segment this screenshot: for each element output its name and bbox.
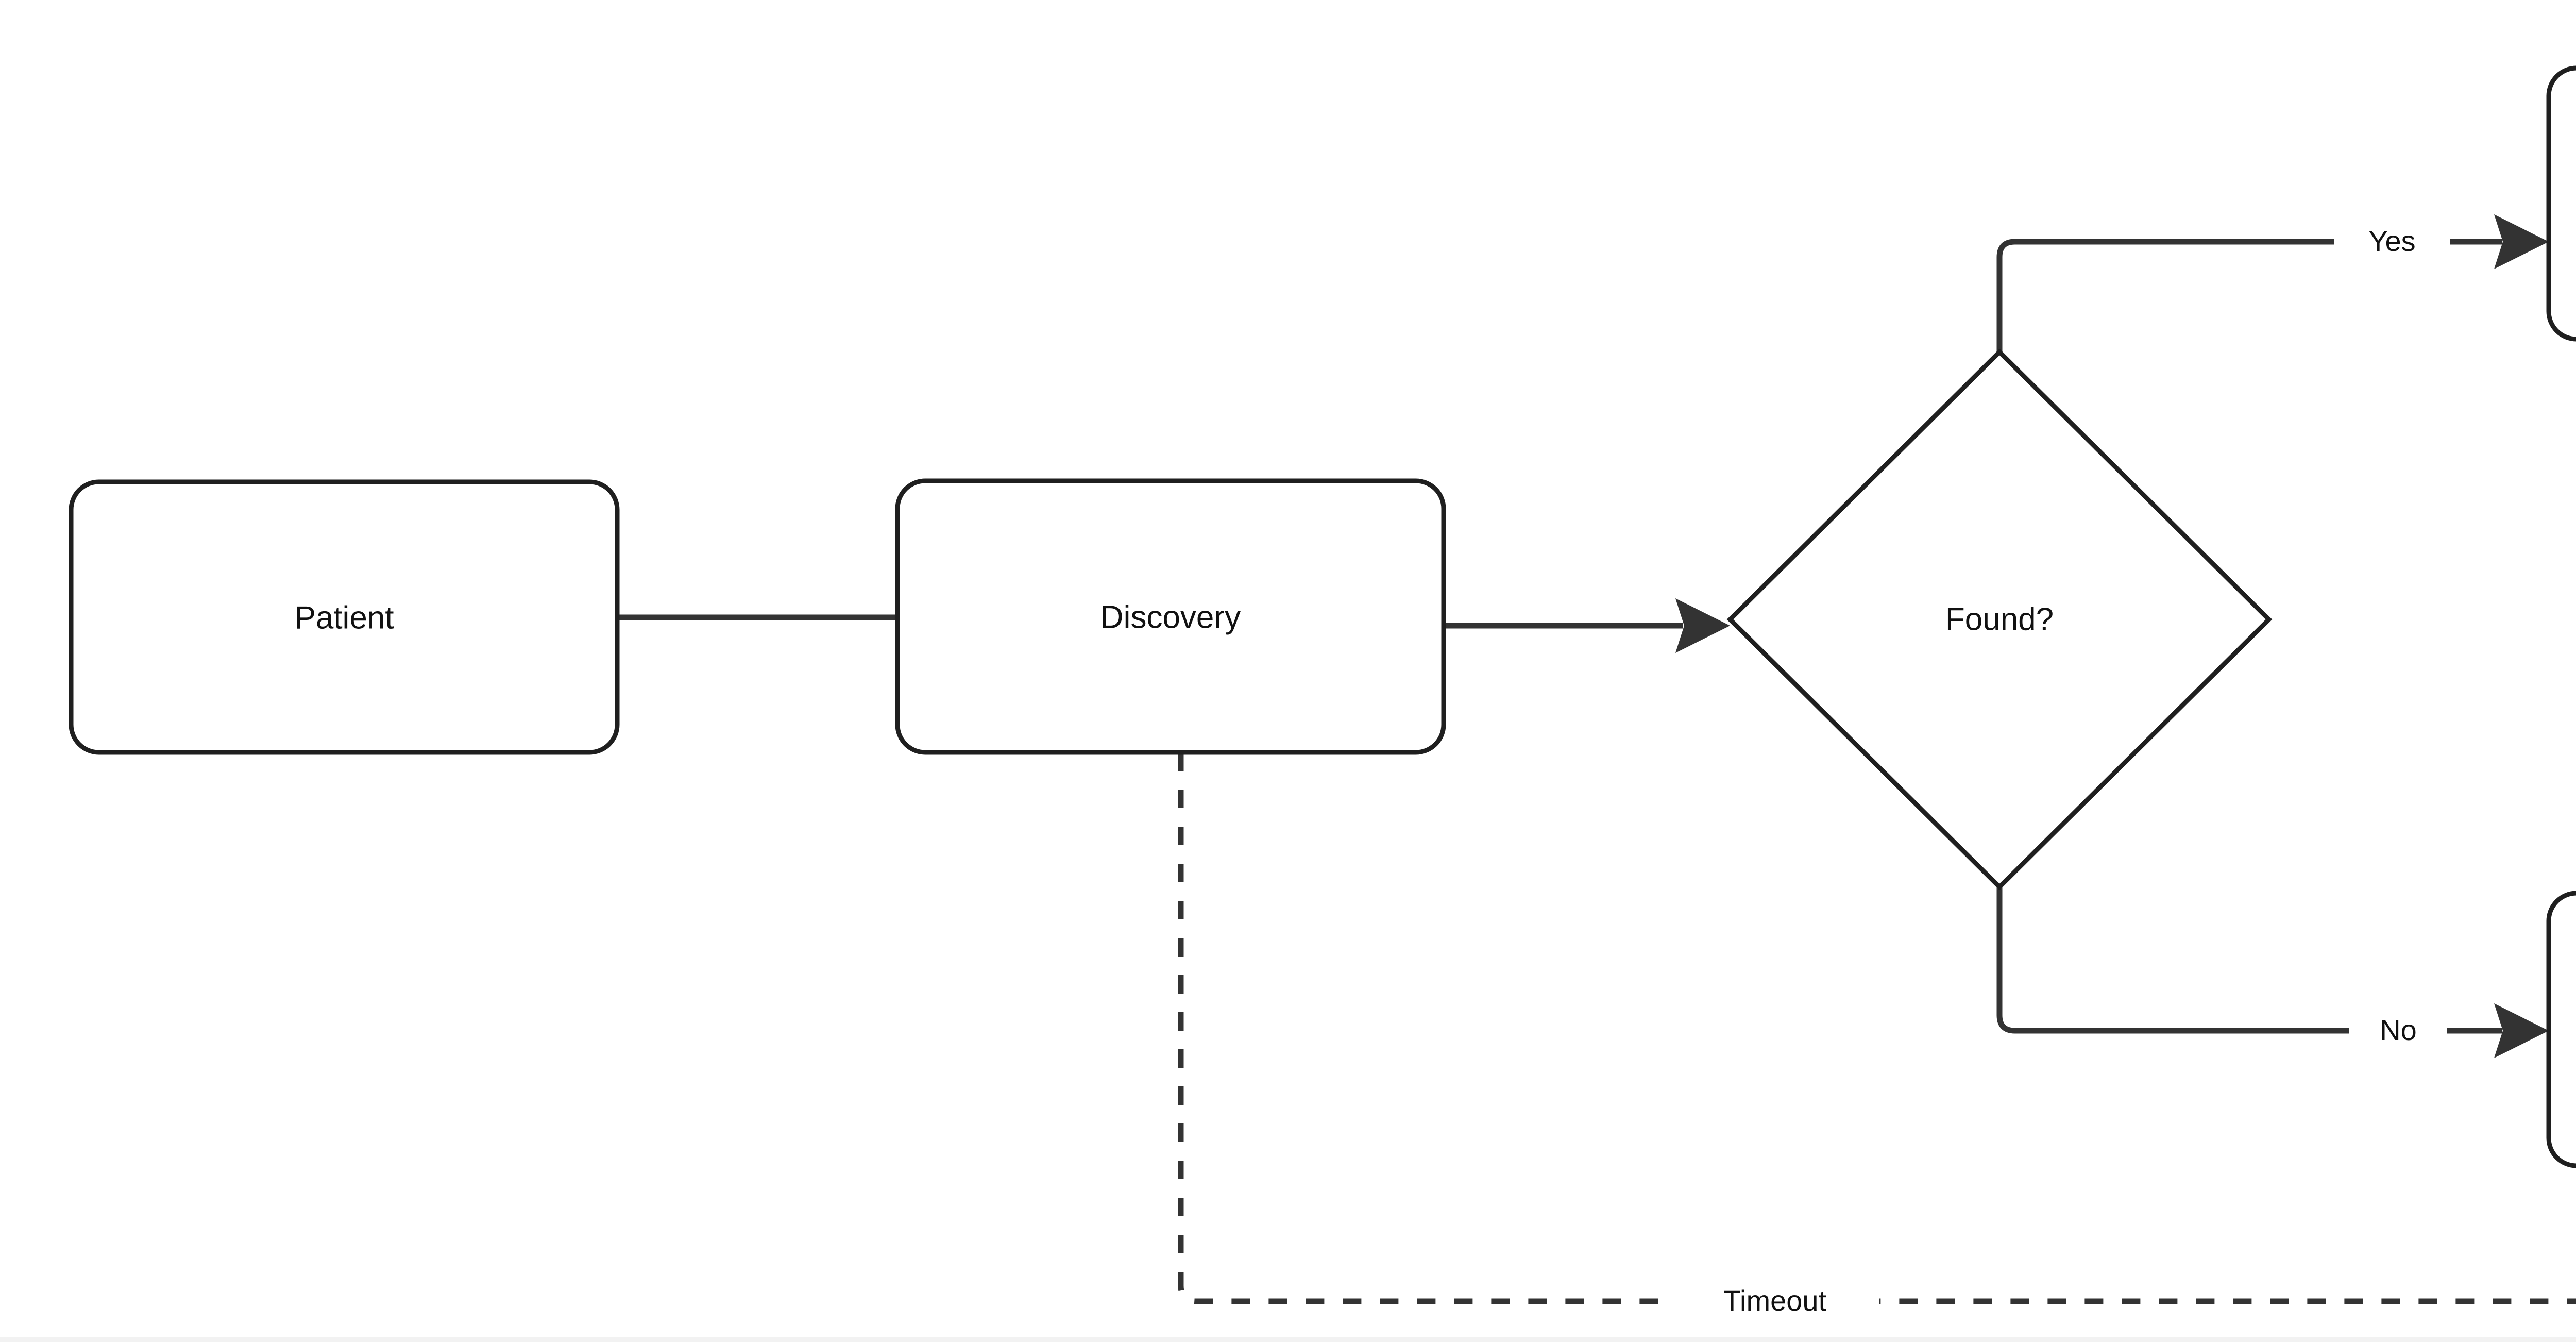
node-verification[interactable]: Verification xyxy=(2546,65,2576,342)
node-label-discovery: Discovery xyxy=(1100,599,1241,635)
edge-found-verification[interactable]: Yes xyxy=(1996,214,2549,352)
node-patient[interactable]: Patient xyxy=(69,479,620,755)
node-callback[interactable]: Callback xyxy=(2546,891,2576,1168)
edge-label-backdrop-no xyxy=(2349,1005,2447,1057)
edge-discovery-found[interactable] xyxy=(1444,598,1730,653)
edge-found-callback[interactable]: No xyxy=(1996,887,2549,1058)
node-label-patient: Patient xyxy=(294,600,394,635)
node-shape-patient xyxy=(69,479,620,755)
node-label-found: Found? xyxy=(1945,601,2054,637)
edge-label-no: No xyxy=(2380,1014,2417,1046)
bottom-edge-strip xyxy=(0,1337,2576,1342)
edge-line-found-verification xyxy=(1996,239,2502,352)
arrowhead-icon xyxy=(2494,214,2549,269)
node-shape-found xyxy=(1726,348,2273,891)
edge-label-timeout: Timeout xyxy=(1723,1284,1827,1317)
edge-discovery-callback[interactable]: Timeout xyxy=(1178,752,2576,1328)
edge-label-yes: Yes xyxy=(2368,225,2415,257)
node-shape-callback xyxy=(2546,891,2576,1168)
edge-line-found-callback xyxy=(1996,887,2502,1034)
arrowhead-icon xyxy=(1675,598,1730,653)
arrowhead-icon xyxy=(2494,1003,2549,1058)
node-shape-discovery xyxy=(895,478,1446,755)
edge-label-backdrop-timeout xyxy=(1670,1276,1879,1328)
node-shape-verification xyxy=(2546,65,2576,342)
node-discovery[interactable]: Discovery xyxy=(895,478,1446,755)
edge-line-discovery-callback xyxy=(1178,752,2576,1304)
node-found[interactable]: Found? xyxy=(1726,348,2273,891)
edge-label-backdrop-yes xyxy=(2334,216,2450,268)
